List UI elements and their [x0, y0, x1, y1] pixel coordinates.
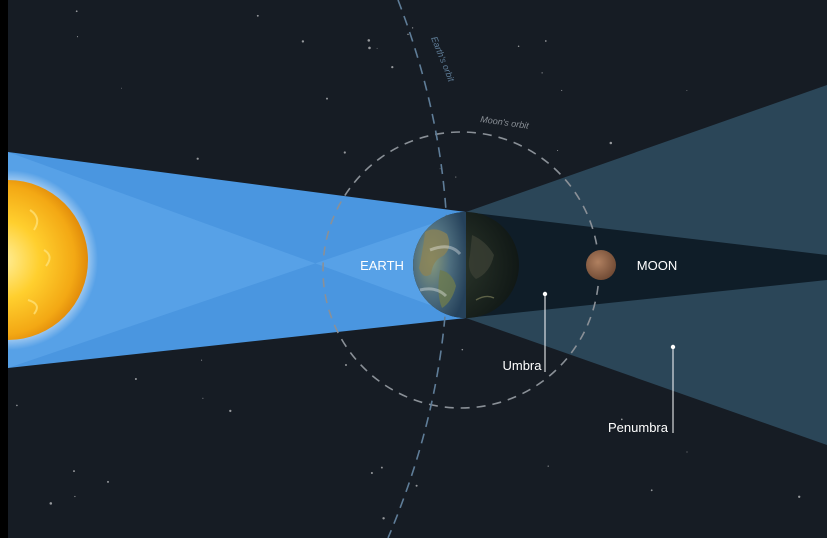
star — [376, 47, 378, 49]
star — [609, 141, 613, 145]
star — [201, 359, 203, 361]
star — [620, 418, 623, 421]
star — [557, 149, 559, 152]
star — [686, 451, 688, 453]
star — [134, 377, 137, 381]
crossing-light-rays — [8, 152, 466, 368]
star — [686, 89, 688, 91]
star — [75, 10, 78, 13]
star — [650, 489, 653, 492]
star — [541, 72, 543, 74]
star — [561, 89, 563, 91]
star — [391, 65, 394, 69]
moon — [586, 250, 616, 280]
star — [326, 97, 328, 100]
star — [107, 480, 109, 483]
star — [407, 33, 409, 36]
sunlight-beam — [8, 152, 466, 368]
star — [798, 495, 801, 498]
star — [370, 471, 373, 475]
star — [121, 87, 122, 89]
star — [455, 176, 457, 178]
earth-label: EARTH — [360, 258, 404, 273]
star — [415, 484, 418, 487]
star — [301, 40, 305, 43]
star — [380, 466, 383, 469]
star — [196, 157, 199, 160]
earth — [413, 212, 519, 318]
star — [368, 46, 371, 50]
star — [461, 348, 464, 351]
moon-label: MOON — [637, 258, 677, 273]
star — [547, 465, 549, 467]
star — [367, 39, 371, 42]
star — [411, 27, 414, 29]
penumbra-callout — [670, 344, 676, 433]
left-border — [0, 0, 8, 538]
star — [439, 168, 441, 170]
star — [74, 495, 76, 498]
star — [544, 40, 547, 42]
star — [517, 45, 520, 48]
penumbra-label: Penumbra — [608, 420, 669, 435]
star — [202, 397, 204, 399]
star — [345, 364, 347, 366]
umbra-callout — [542, 291, 548, 372]
star — [49, 502, 53, 505]
star — [229, 409, 232, 413]
star — [343, 151, 346, 154]
star — [382, 517, 385, 520]
star — [16, 404, 18, 407]
umbra-label: Umbra — [502, 358, 542, 373]
star — [256, 14, 259, 17]
umbra-shadow — [466, 212, 827, 318]
star — [73, 470, 75, 473]
sun — [8, 170, 98, 350]
star — [76, 36, 79, 38]
